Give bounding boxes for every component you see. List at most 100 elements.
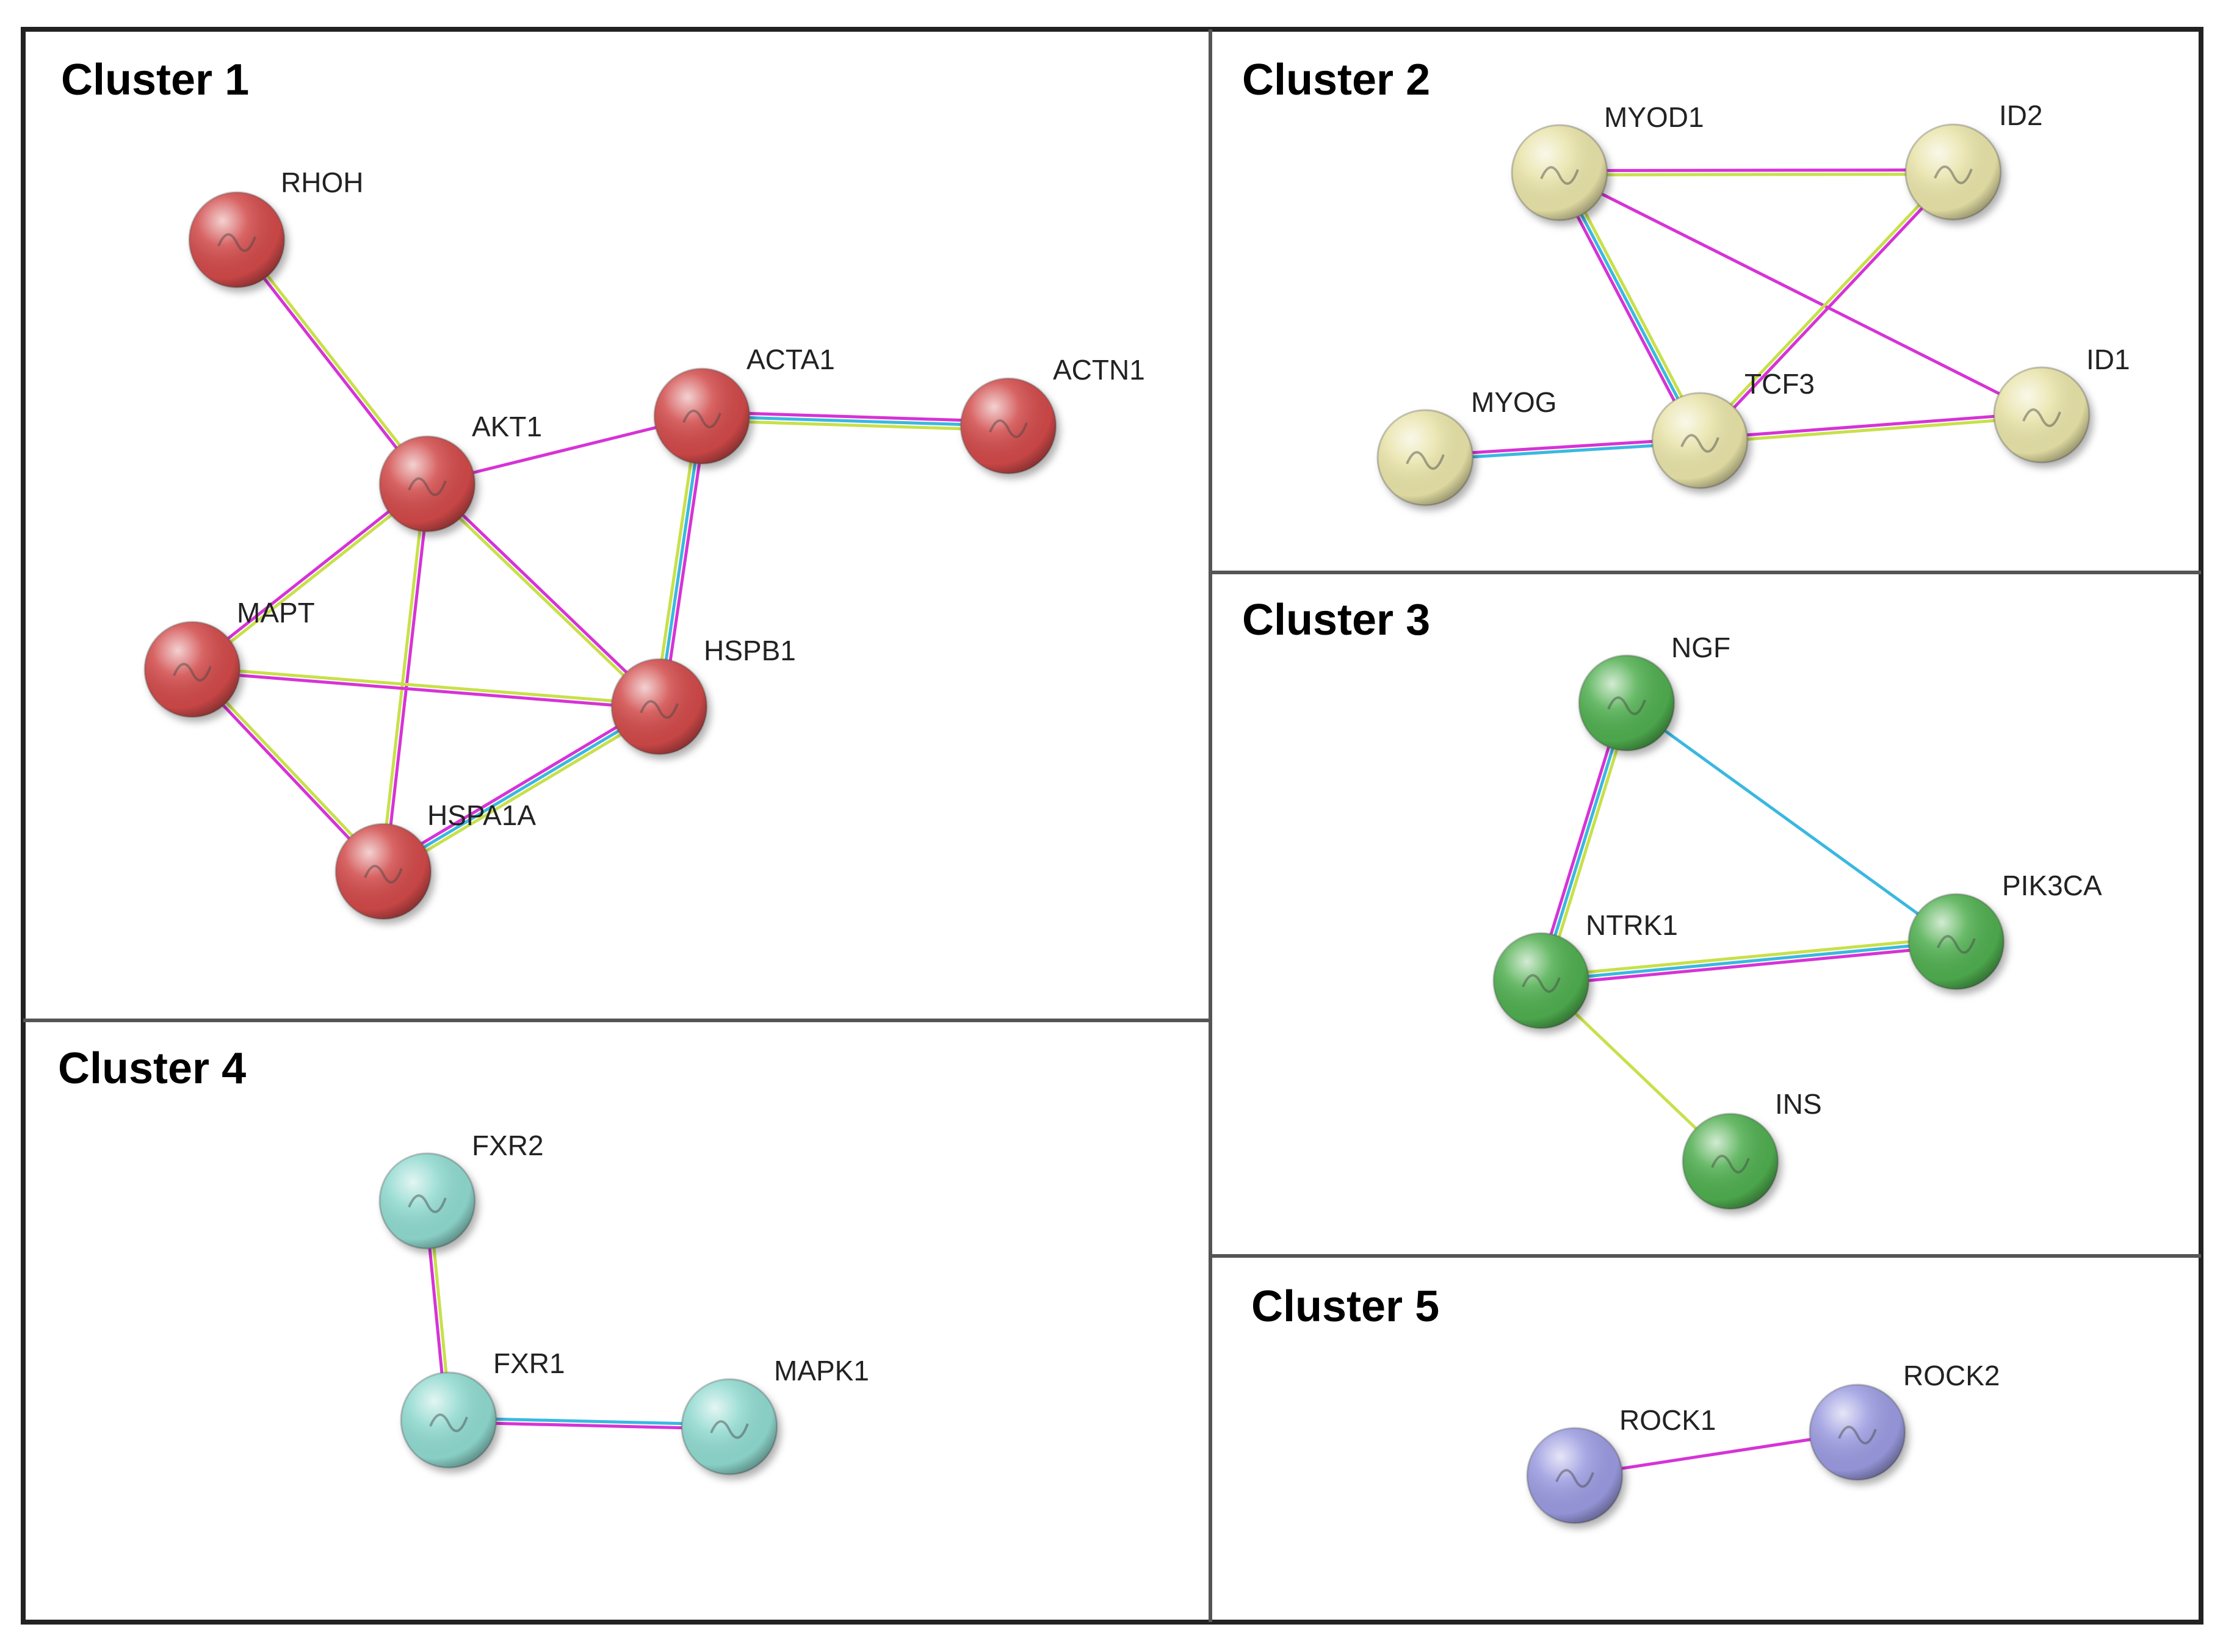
edge-strand-pink <box>1698 411 2044 441</box>
node-hspb1-label: HSPB1 <box>704 635 796 666</box>
node-mapt[interactable]: MAPT <box>143 597 315 718</box>
edge-ntrk1-pik3ca <box>1539 936 1959 987</box>
cluster-5-nodes: ROCK1 ROCK2 <box>1526 1360 2000 1524</box>
node-rock1[interactable]: ROCK1 <box>1526 1404 1716 1524</box>
node-rock2[interactable]: ROCK2 <box>1809 1360 2000 1481</box>
node-myog-sheen <box>1378 410 1473 505</box>
edge-acta1-hspb1 <box>653 414 708 709</box>
edge-akt1-hspb1 <box>424 480 662 710</box>
node-hspa1a-structure-icon <box>364 865 403 884</box>
edge-strand-pink <box>1558 171 2044 417</box>
node-ins-label: INS <box>1775 1088 1822 1120</box>
node-ntrk1-sheen <box>1494 933 1589 1028</box>
node-fxr2-structure-icon <box>408 1194 447 1213</box>
node-hspa1a-label: HSPA1A <box>427 799 536 831</box>
node-fxr2[interactable]: FXR2 <box>378 1130 544 1250</box>
edge-strand-yellow <box>384 709 663 877</box>
node-acta1-structure-icon <box>682 409 721 428</box>
node-acta1[interactable]: ACTA1 <box>653 344 835 465</box>
node-actn1[interactable]: ACTN1 <box>960 354 1145 475</box>
edge-strand-yellow <box>1561 169 1705 441</box>
node-ngf-sheen <box>1579 655 1674 751</box>
node-hspb1-structure-icon <box>640 700 679 719</box>
edge-rhoh-akt1 <box>233 237 431 487</box>
node-id2[interactable]: ID2 <box>1904 99 2043 221</box>
node-myod1[interactable]: MYOD1 <box>1511 101 1704 222</box>
node-ntrk1[interactable]: NTRK1 <box>1492 909 1678 1030</box>
node-id1[interactable]: ID1 <box>1993 344 2130 464</box>
node-id1-sheen <box>1994 367 2089 463</box>
edge-strand-yellow <box>1696 169 1953 441</box>
edge-strand-yellow <box>1698 415 2044 444</box>
node-actn1-sheen <box>961 378 1056 474</box>
node-rhoh-sheen <box>189 192 284 287</box>
edge-mapt-hspb1 <box>190 666 661 710</box>
edge-strand-blue <box>1625 701 1958 943</box>
node-mapk1-structure-icon <box>710 1420 749 1439</box>
edge-strand-blue <box>381 705 661 873</box>
node-actn1-label: ACTN1 <box>1053 354 1145 386</box>
outer-border <box>21 27 2203 1625</box>
node-ngf-label: NGF <box>1671 632 1730 663</box>
edge-strand-yellow <box>1544 702 1633 984</box>
edge-strand-yellow <box>653 414 699 708</box>
node-akt1[interactable]: AKT1 <box>378 411 542 533</box>
node-acta1-label: ACTA1 <box>746 344 835 375</box>
edge-myod1-id1 <box>1558 171 2044 417</box>
node-rock2-label: ROCK2 <box>1903 1360 2000 1391</box>
node-id1-label: ID1 <box>2086 344 2130 375</box>
node-hspa1a-sheen <box>336 824 431 919</box>
node-ins[interactable]: INS <box>1682 1088 1822 1210</box>
node-myod1-label: MYOD1 <box>1604 101 1704 133</box>
node-rock1-structure-icon <box>1555 1469 1594 1488</box>
edge-strand-blue <box>657 414 704 709</box>
node-hspa1a[interactable]: HSPA1A <box>334 799 536 920</box>
node-akt1-structure-icon <box>408 477 447 496</box>
node-myog-label: MYOG <box>1471 386 1557 418</box>
cluster-3-edges <box>1535 700 1959 1163</box>
edge-strand-pink <box>190 669 661 710</box>
edge-acta1-actn1 <box>700 410 1010 432</box>
node-ins-structure-icon <box>1711 1155 1750 1174</box>
node-fxr1[interactable]: FXR1 <box>400 1347 565 1469</box>
edge-strand-blue <box>1539 940 1958 983</box>
cluster-2-title: Cluster 2 <box>1242 56 1430 104</box>
cluster-1-title: Cluster 1 <box>61 56 249 104</box>
edge-strand-yellow <box>192 484 430 673</box>
node-fxr1-label: FXR1 <box>493 1347 565 1379</box>
node-rock1-label: ROCK1 <box>1619 1404 1716 1436</box>
edge-strand-pink <box>189 480 428 669</box>
cluster-4-title: Cluster 4 <box>58 1044 246 1093</box>
edge-strand-pink <box>700 410 1010 424</box>
node-pik3ca-structure-icon <box>1937 935 1976 954</box>
edge-strand-yellow <box>380 482 427 873</box>
edge-id2-tcf3 <box>1696 169 1957 444</box>
node-myog[interactable]: MYOG <box>1376 386 1557 507</box>
node-mapt-sheen <box>145 622 240 717</box>
node-id2-sheen <box>1906 124 2001 220</box>
node-rhoh[interactable]: RHOH <box>188 167 363 289</box>
edge-strand-pink <box>383 482 431 873</box>
edge-strand-pink <box>427 480 662 707</box>
edge-strand-pink <box>1554 173 1698 444</box>
node-fxr1-sheen <box>401 1372 496 1468</box>
node-ntrk1-structure-icon <box>1522 974 1561 993</box>
edge-strand-pink <box>379 701 659 870</box>
node-hspb1[interactable]: HSPB1 <box>610 635 796 756</box>
node-tcf3[interactable]: TCF3 <box>1651 368 1815 489</box>
node-tcf3-structure-icon <box>1680 434 1719 453</box>
edge-ngf-pik3ca <box>1625 701 1958 943</box>
node-mapt-label: MAPT <box>237 597 315 629</box>
node-pik3ca[interactable]: PIK3CA <box>1907 870 2102 990</box>
node-mapk1-sheen <box>682 1379 777 1474</box>
node-pik3ca-label: PIK3CA <box>2002 870 2102 901</box>
node-ngf[interactable]: NGF <box>1578 632 1730 752</box>
edge-strand-pink <box>662 415 708 709</box>
node-mapk1[interactable]: MAPK1 <box>681 1355 869 1476</box>
cluster-3-title: Cluster 3 <box>1242 596 1430 644</box>
node-mapt-structure-icon <box>173 663 212 682</box>
